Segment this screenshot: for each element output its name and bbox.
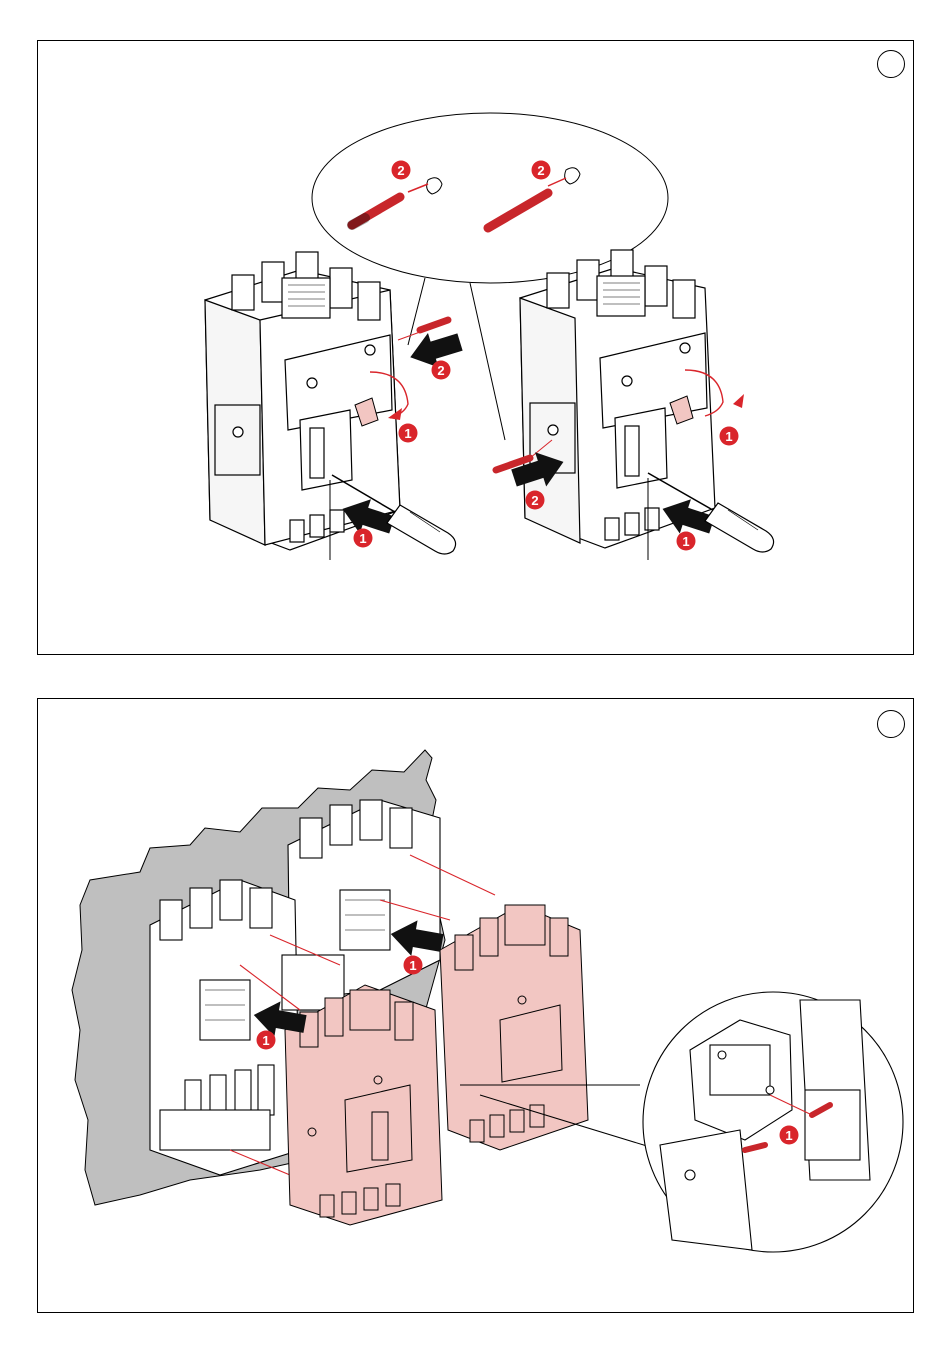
svg-text:2: 2 (531, 493, 538, 508)
svg-text:2: 2 (537, 163, 544, 178)
pin-left (420, 320, 448, 330)
step-badge-2: 2 (432, 361, 451, 380)
step-badge-1: 1 (780, 1126, 799, 1145)
svg-text:1: 1 (409, 958, 416, 973)
svg-text:1: 1 (785, 1128, 792, 1143)
svg-text:1: 1 (725, 429, 732, 444)
svg-text:2: 2 (437, 363, 444, 378)
circuit-breaker-front-highlight (285, 985, 442, 1225)
step-badge-2: 2 (526, 491, 545, 510)
circuit-breaker-rear-highlight (440, 905, 588, 1150)
step-badge-1: 1 (354, 529, 373, 548)
step-badge-2: 2 (392, 161, 411, 180)
pin-detail-right (488, 168, 580, 228)
step-badge-2: 2 (532, 161, 551, 180)
step-badge-1: 1 (257, 1031, 276, 1050)
svg-text:1: 1 (682, 534, 689, 549)
pin-detail-left (352, 178, 442, 225)
svg-text:2: 2 (397, 163, 404, 178)
svg-text:1: 1 (404, 426, 411, 441)
step-badge-1: 1 (720, 427, 739, 446)
step-badge-1: 1 (404, 956, 423, 975)
svg-text:1: 1 (359, 531, 366, 546)
svg-text:1: 1 (262, 1033, 269, 1048)
step-badge-1: 1 (399, 424, 418, 443)
step-badge-1: 1 (677, 532, 696, 551)
